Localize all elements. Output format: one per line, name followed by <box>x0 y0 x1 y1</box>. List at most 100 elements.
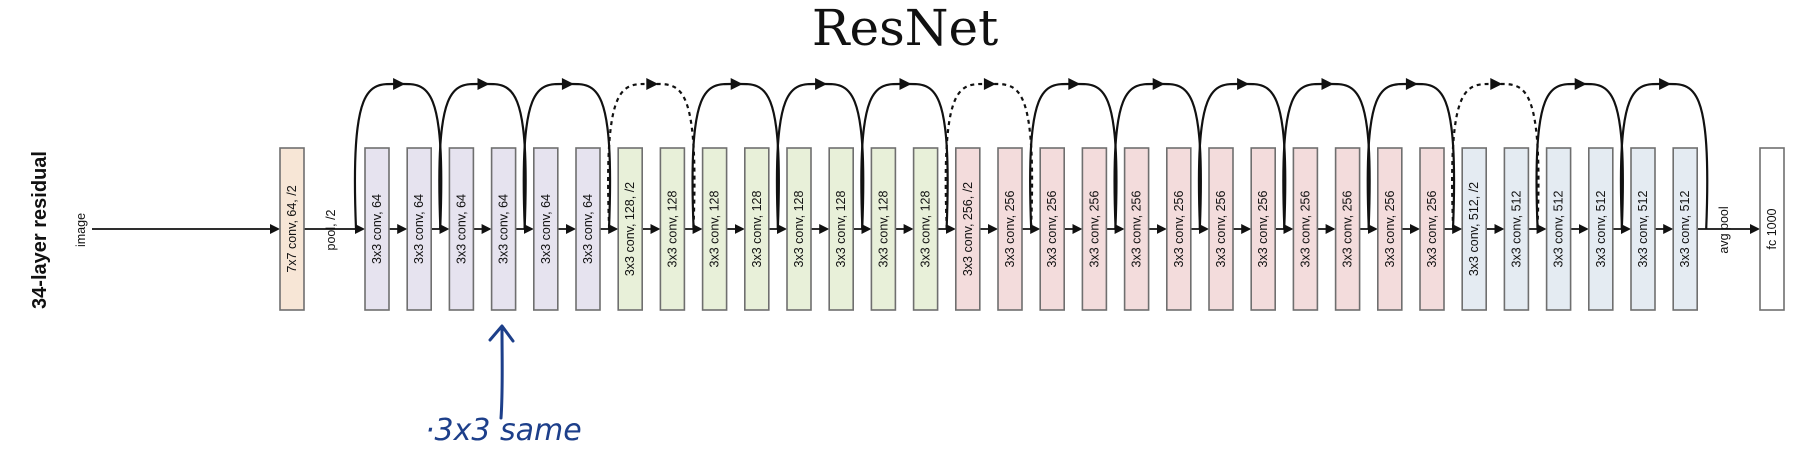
conv-block: 3x3 conv, 256 <box>1208 147 1234 311</box>
input-image-label: image <box>74 213 88 247</box>
skip-connection-arrowhead <box>730 78 743 90</box>
conv-block-box <box>1503 147 1530 311</box>
conv-block: 3x3 conv, 256 <box>1419 147 1445 311</box>
conv-block-box <box>575 147 601 311</box>
conv-block-label: 3x3 conv, 256 <box>1003 191 1017 268</box>
conv-block-label: 3x3 conv, 512 <box>1552 191 1566 268</box>
conv-block-box <box>1081 147 1108 311</box>
skip-connection-arrowhead <box>1405 78 1418 90</box>
conv-block: 3x3 conv, 128 <box>870 147 897 311</box>
conv-block-box <box>997 147 1023 311</box>
skip-connection-arrowhead <box>815 78 828 90</box>
conv-block: 3x3 conv, 128, /2 <box>617 147 644 311</box>
conv-block: 3x3 conv, 512 <box>1503 147 1530 311</box>
conv-block-label: 3x3 conv, 64 <box>412 194 426 264</box>
conv-block-label: 3x3 conv, 128 <box>708 191 722 268</box>
conv-block-box <box>954 147 981 311</box>
fc-block: fc 1000 <box>1759 147 1785 311</box>
annotation-text: ·3x3 same <box>425 413 582 448</box>
skip-connection-arrowhead <box>1152 78 1165 90</box>
fc-block-box <box>1759 147 1785 311</box>
stem-conv-block-label: 7x7 conv, 64, /2 <box>285 185 299 272</box>
conv-block-label: 3x3 conv, 256 <box>1341 191 1355 268</box>
skip-connection-arrowhead <box>899 78 912 90</box>
conv-block-label: 3x3 conv, 256 <box>1045 191 1059 268</box>
conv-block-label: 3x3 conv, 128 <box>665 191 679 268</box>
conv-block-box <box>1545 147 1572 311</box>
conv-block: 3x3 conv, 64 <box>364 147 390 311</box>
conv-block-box <box>1630 147 1656 311</box>
conv-block-box <box>1377 147 1403 311</box>
conv-block-label: 3x3 conv, 128 <box>876 191 890 268</box>
conv-block: 3x3 conv, 64 <box>532 147 559 311</box>
conv-block-label: 3x3 conv, 256 <box>1256 191 1270 268</box>
conv-block-label: 3x3 conv, 256 <box>1214 191 1228 268</box>
skip-connection-arrowhead <box>477 78 490 90</box>
conv-block: 3x3 conv, 512 <box>1630 147 1656 311</box>
conv-block-label: 3x3 conv, 256 <box>1172 191 1186 268</box>
conv-block-label: 3x3 conv, 512, /2 <box>1467 182 1481 276</box>
conv-block: 3x3 conv, 512 <box>1545 147 1572 311</box>
conv-block-box <box>1292 147 1319 311</box>
handwritten-annotation: ·3x3 same <box>425 324 582 448</box>
skip-connection-arrowhead <box>1321 78 1334 90</box>
conv-block-label: 3x3 conv, 256, /2 <box>961 182 975 276</box>
conv-block-label: 3x3 conv, 512 <box>1636 191 1650 268</box>
skip-connection-arrowhead <box>646 78 659 90</box>
conv-block: 3x3 conv, 64 <box>490 147 517 311</box>
conv-block-label: 3x3 conv, 512 <box>1509 191 1523 268</box>
conv-block: 3x3 conv, 256 <box>997 147 1023 311</box>
conv-block-label: 3x3 conv, 512 <box>1594 191 1608 268</box>
conv-block-box <box>1334 147 1361 311</box>
conv-block: 3x3 conv, 256, /2 <box>954 147 981 311</box>
conv-block-box <box>617 147 644 311</box>
conv-block-label: 3x3 conv, 128, /2 <box>623 182 637 276</box>
conv-block-box <box>659 147 686 311</box>
conv-block-box <box>448 147 475 311</box>
skip-connection-arrowhead <box>1068 78 1081 90</box>
conv-block: 3x3 conv, 128 <box>912 147 939 311</box>
skip-connection-arrowhead <box>393 78 406 90</box>
conv-block-label: 3x3 conv, 256 <box>1383 191 1397 268</box>
skip-connection-arrowhead <box>561 78 574 90</box>
conv-block: 3x3 conv, 64 <box>575 147 601 311</box>
conv-block-label: 3x3 conv, 256 <box>1087 191 1101 268</box>
conv-block-box <box>1208 147 1234 311</box>
conv-block: 3x3 conv, 512, /2 <box>1461 147 1487 311</box>
conv-block-box <box>1419 147 1445 311</box>
conv-block: 3x3 conv, 256 <box>1377 147 1403 311</box>
conv-block-label: 3x3 conv, 256 <box>1425 191 1439 268</box>
conv-block-box <box>1461 147 1487 311</box>
conv-block: 3x3 conv, 256 <box>1166 147 1192 311</box>
conv-block-box <box>364 147 390 311</box>
conv-block-box <box>912 147 939 311</box>
skip-connection-arrowhead <box>1574 78 1587 90</box>
stem-conv-block-box <box>279 147 305 311</box>
stem-conv-block: 7x7 conv, 64, /2 <box>279 147 305 311</box>
conv-block-label: 3x3 conv, 64 <box>497 194 511 264</box>
conv-block-box <box>870 147 897 311</box>
conv-block-label: 3x3 conv, 128 <box>750 191 764 268</box>
annotation-arrow-shaft <box>499 328 504 420</box>
conv-block: 3x3 conv, 128 <box>743 147 770 311</box>
conv-block-label: 3x3 conv, 64 <box>454 194 468 264</box>
conv-block-box <box>1250 147 1276 311</box>
layer-blocks: 7x7 conv, 64, /2 3x3 conv, 64 3x3 conv, 64… <box>279 147 1785 311</box>
conv-block-box <box>743 147 770 311</box>
conv-block: 3x3 conv, 256 <box>1334 147 1361 311</box>
skip-connection-arrowhead <box>1237 78 1250 90</box>
conv-block-box <box>490 147 517 311</box>
conv-block: 3x3 conv, 256 <box>1250 147 1276 311</box>
conv-block: 3x3 conv, 256 <box>1123 147 1150 311</box>
conv-block-label: 3x3 conv, 128 <box>919 191 933 268</box>
conv-block: 3x3 conv, 64 <box>406 147 433 311</box>
conv-block-box <box>1039 147 1065 311</box>
conv-block-label: 3x3 conv, 512 <box>1678 191 1692 268</box>
conv-block-box <box>1166 147 1192 311</box>
skip-connections <box>353 78 1709 230</box>
pool-label: pool, /2 <box>324 209 338 250</box>
conv-block: 3x3 conv, 256 <box>1292 147 1319 311</box>
conv-block: 3x3 conv, 128 <box>786 147 812 311</box>
annotation-arrow-head <box>488 324 515 343</box>
